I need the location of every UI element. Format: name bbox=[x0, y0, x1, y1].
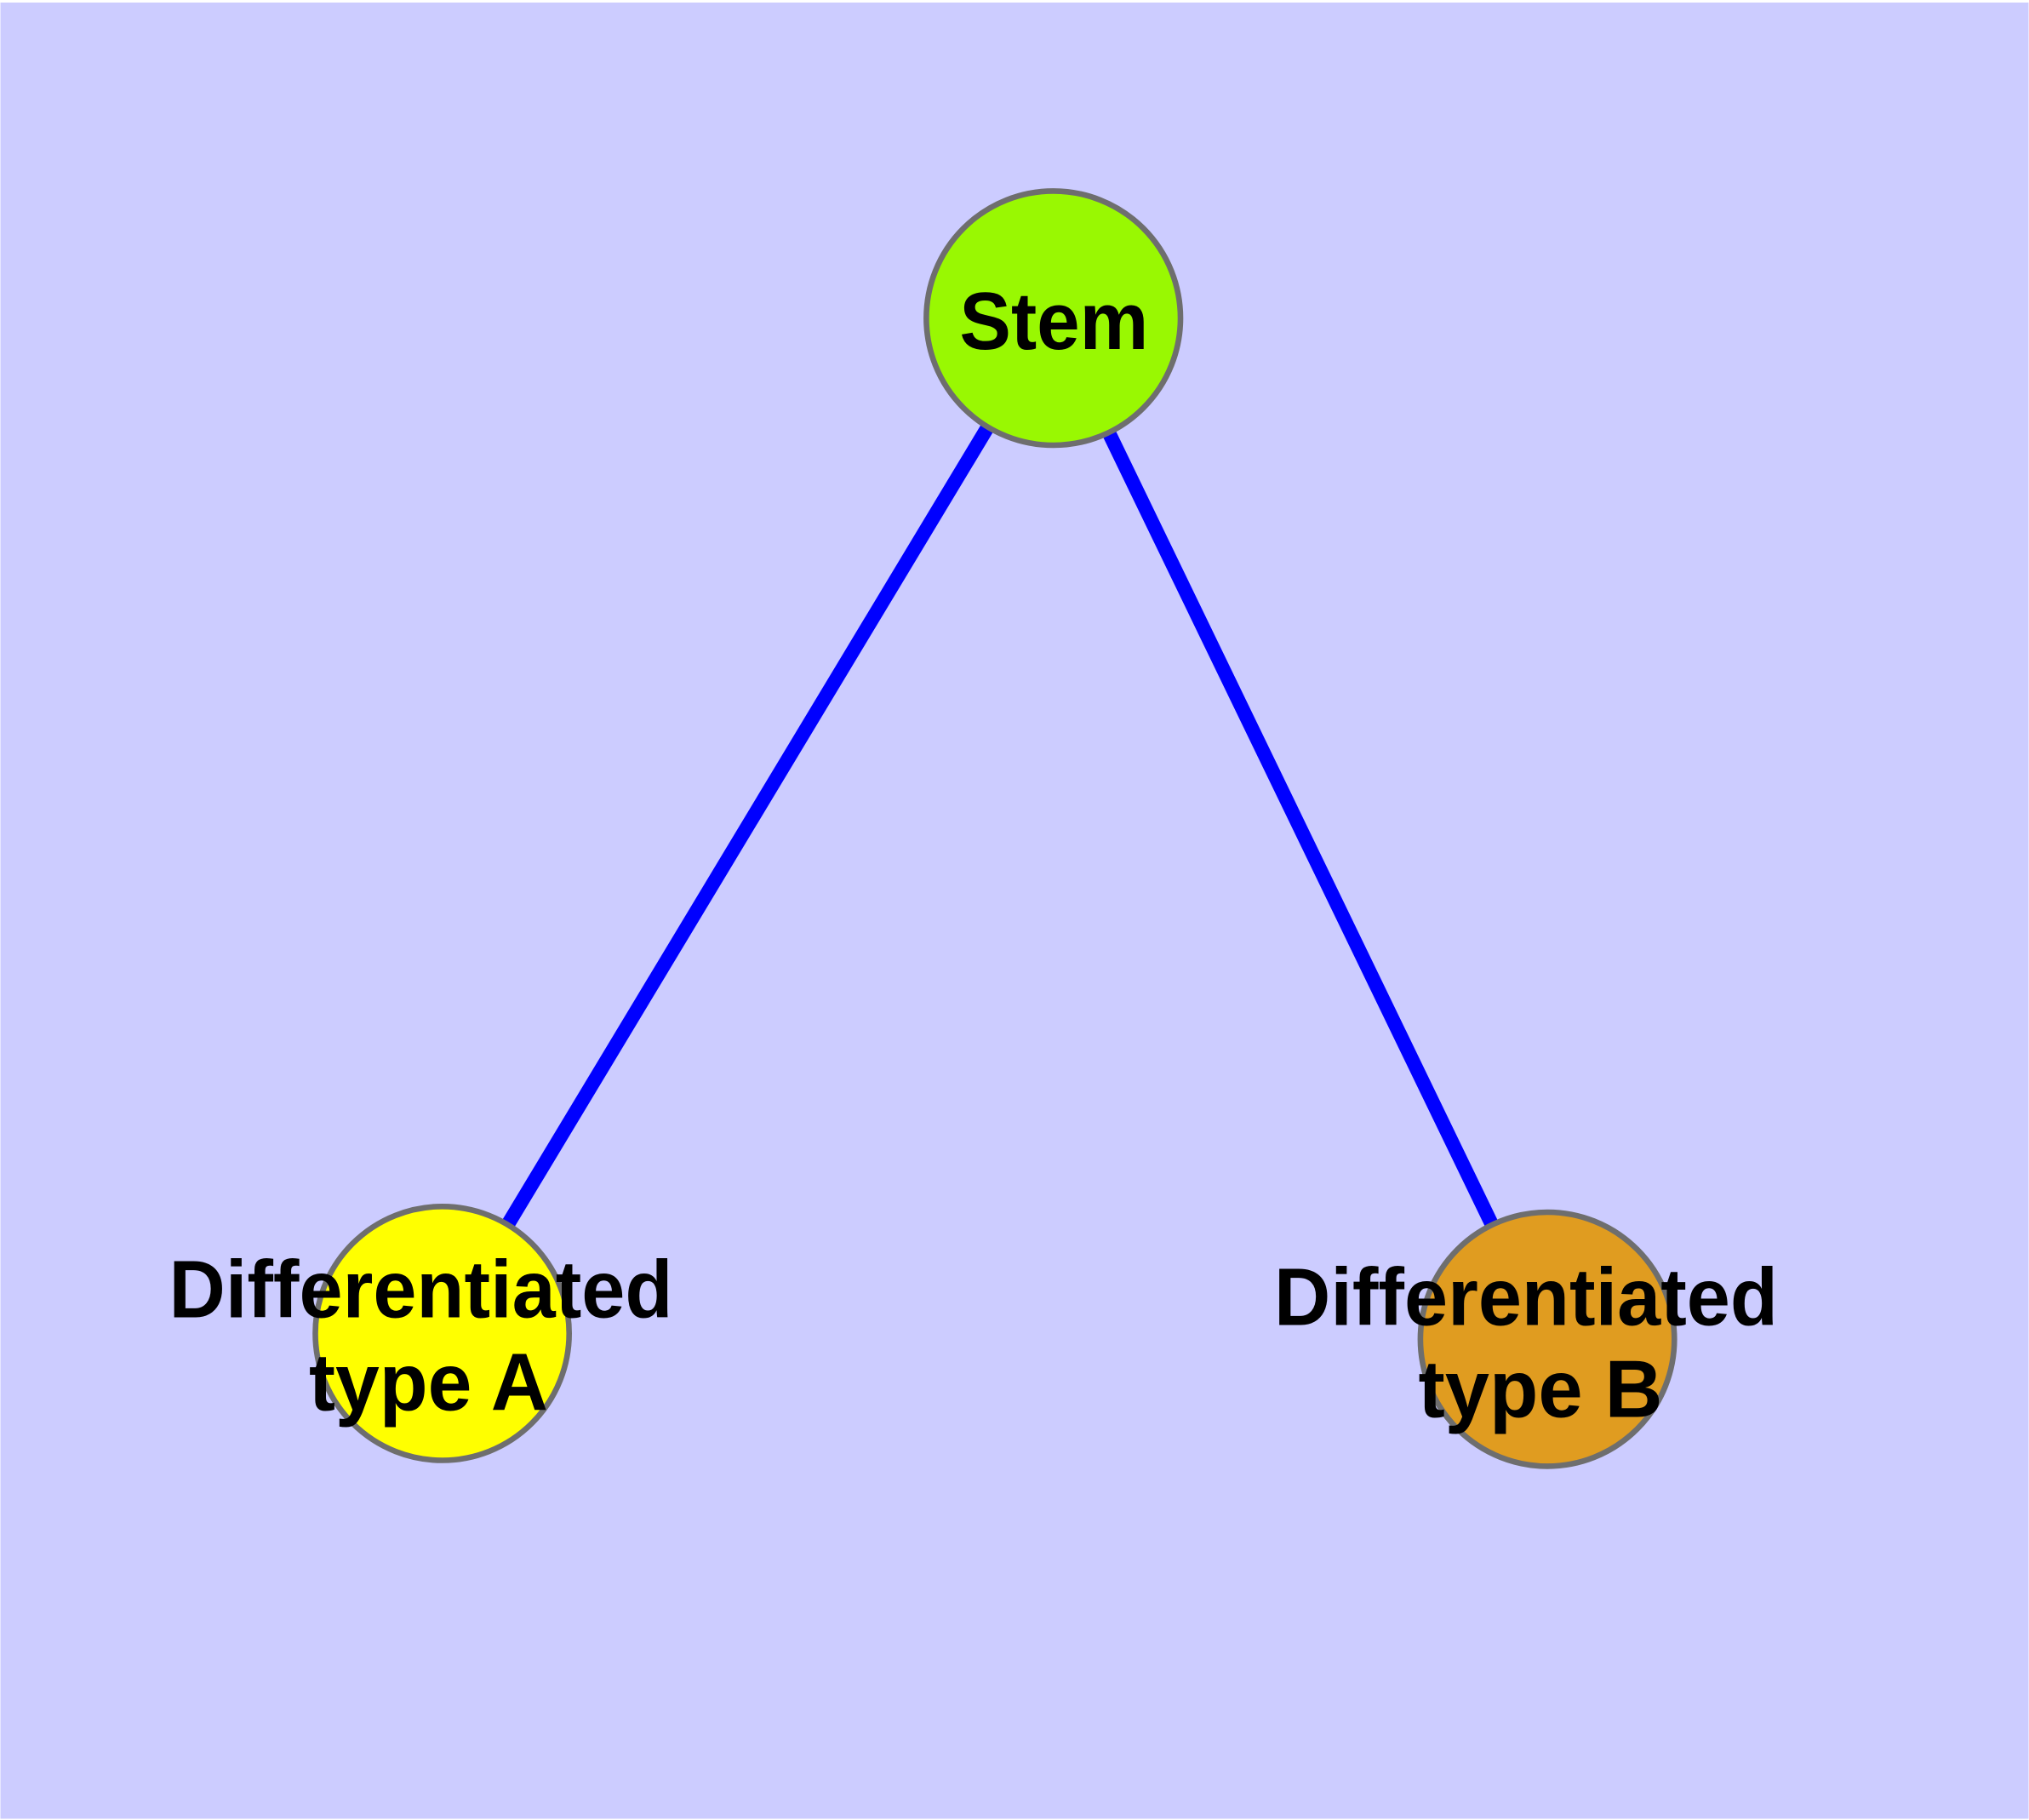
svg-text:Stem: Stem bbox=[959, 276, 1148, 367]
svg-text:Differentiated: Differentiated bbox=[169, 1245, 673, 1336]
svg-text:type A: type A bbox=[309, 1337, 548, 1428]
svg-text:type B: type B bbox=[1419, 1344, 1663, 1435]
svg-text:Differentiated: Differentiated bbox=[1274, 1252, 1778, 1343]
